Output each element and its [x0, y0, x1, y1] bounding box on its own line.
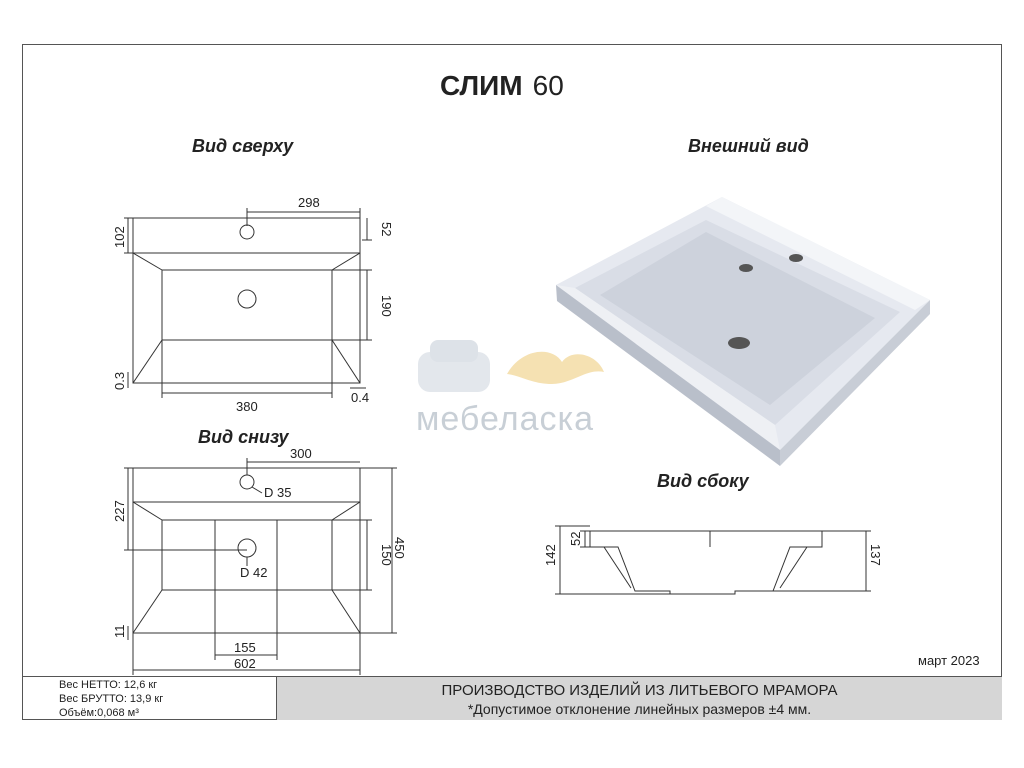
spec-netto: Вес НЕТТО: 12,6 кг	[59, 679, 158, 691]
date-label: март 2023	[918, 653, 980, 668]
view-title-side: Вид сбоку	[657, 471, 749, 491]
dim-450: 450	[392, 537, 407, 559]
dim-0-3: 0.3	[112, 372, 127, 390]
dim-52: 52	[379, 222, 394, 236]
bottom-view-drawing	[124, 458, 397, 675]
dim-side-52: 52	[568, 532, 583, 546]
dim-side-142: 142	[543, 544, 558, 566]
watermark-text: мебеласка	[416, 400, 595, 438]
footer-line-2: *Допустимое отклонение линейных размеров…	[467, 701, 812, 717]
watermark-logo-icon	[418, 340, 604, 392]
dim-11: 11	[112, 625, 127, 639]
dim-300: 300	[290, 446, 312, 461]
dim-d35: D 35	[264, 485, 291, 500]
watermark: мебеласка	[412, 328, 612, 438]
title-size: 60	[532, 70, 564, 101]
specs-panel: Вес НЕТТО: 12,6 кг Вес БРУТТО: 13,9 кг О…	[22, 676, 277, 720]
page-title: СЛИМ 60	[440, 70, 564, 102]
dim-side-137: 137	[868, 544, 883, 566]
footer-banner: ПРОИЗВОДСТВО ИЗДЕЛИЙ ИЗ ЛИТЬЕВОГО МРАМОР…	[277, 676, 1002, 720]
dim-298: 298	[298, 195, 320, 210]
view-title-bottom: Вид снизу	[198, 427, 289, 447]
dim-155: 155	[234, 640, 256, 655]
dim-0-4: 0.4	[351, 390, 369, 405]
dim-227: 227	[112, 500, 127, 522]
top-view-drawing	[124, 208, 372, 398]
sink-3d-render	[556, 197, 930, 466]
spec-brutto: Вес БРУТТО: 13,9 кг	[59, 693, 164, 705]
dim-d42: D 42	[240, 565, 267, 580]
dim-150: 150	[379, 544, 394, 566]
dim-602: 602	[234, 656, 256, 671]
spec-volume: Объём:0,068 м³	[59, 707, 139, 719]
side-view-drawing	[555, 525, 871, 595]
dim-190: 190	[379, 295, 394, 317]
footer-line-1: ПРОИЗВОДСТВО ИЗДЕЛИЙ ИЗ ЛИТЬЕВОГО МРАМОР…	[441, 682, 838, 699]
view-title-top: Вид сверху	[192, 136, 294, 156]
view-title-external: Внешний вид	[688, 136, 809, 156]
dim-102: 102	[112, 226, 127, 248]
title-model: СЛИМ	[440, 70, 523, 101]
dim-380: 380	[236, 399, 258, 414]
